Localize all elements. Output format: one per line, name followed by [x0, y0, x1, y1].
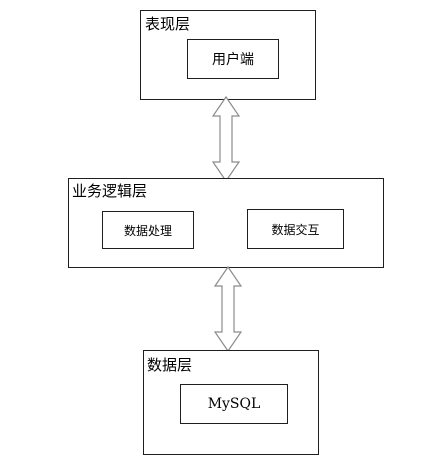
double-arrow-top [211, 95, 241, 183]
data-interaction-label: 数据交互 [271, 222, 320, 237]
business-logic-layer-box: 业务逻辑层 数据处理 数据交互 [68, 178, 384, 268]
data-layer-title: 数据层 [147, 356, 193, 374]
mysql-label: MySQL [207, 396, 261, 412]
presentation-layer-title: 表现层 [145, 15, 191, 33]
data-processing-node: 数据处理 [102, 211, 194, 249]
double-arrow-top-shape [211, 95, 241, 183]
double-arrow-bottom-shape [213, 265, 243, 353]
client-node-label: 用户端 [212, 52, 254, 68]
presentation-layer-box: 表现层 用户端 [140, 10, 316, 100]
double-arrow-bottom [213, 265, 243, 353]
data-interaction-node: 数据交互 [247, 209, 344, 249]
client-node: 用户端 [187, 39, 279, 79]
business-logic-layer-title: 业务逻辑层 [72, 182, 148, 200]
mysql-node: MySQL [180, 384, 288, 424]
data-layer-box: 数据层 MySQL [143, 350, 319, 455]
data-processing-label: 数据处理 [123, 223, 172, 238]
